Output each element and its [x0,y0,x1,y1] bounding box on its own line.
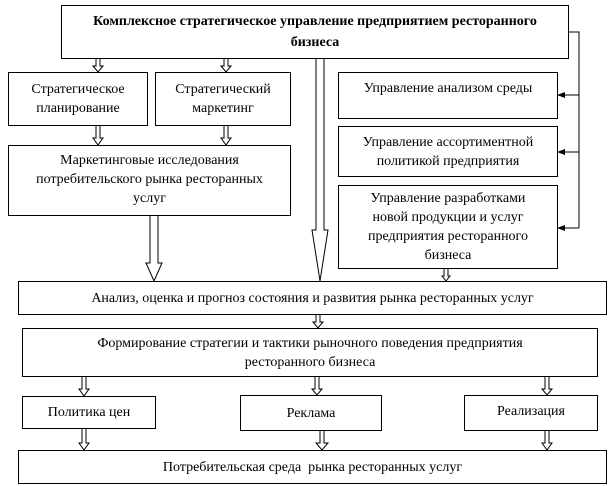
arrow-advertising-to-bottom [314,429,330,451]
arrow-sales-to-bottom [541,429,553,451]
advertising-box: Реклама [240,395,382,431]
arrow-research-to-analysis [145,214,163,283]
advertising-text: Реклама [286,405,336,421]
arrow-top-to-planning [91,57,105,73]
environment-analysis-text: Управление анализом среды [363,81,533,96]
title-box: Комплексное стратегическое управление пр… [61,5,569,59]
arrow-planning-to-research [92,124,104,146]
strategic-marketing-box: Стратегический маркетинг [155,72,291,126]
strategy-box: Формирование стратегии и тактики рыночно… [22,328,598,377]
environment-analysis-box: Управление анализом среды [338,72,558,119]
strategy-text: Формирование стратегии и тактики рыночно… [97,335,523,370]
strategic-marketing-text: Стратегический маркетинг [175,82,271,116]
arrow-top-to-marketing [219,57,233,73]
arrow-pricing-to-bottom [78,427,90,451]
arrow-newproducts-to-analysis [440,267,452,282]
pricing-text: Политика цен [47,405,131,420]
marketing-research-text: Маркетинговые исследования потребительск… [36,153,263,206]
assortment-policy-box: Управление ассортиментной политикой пред… [338,126,558,177]
new-products-box: Управление разработками новой продукции … [338,185,558,269]
arrow-top-to-analysis [311,57,329,282]
marketing-research-box: Маркетинговые исследования потребительск… [8,145,291,216]
bottom-box: Потребительская среда рынка ресторанных … [18,450,607,484]
arrow-analysis-to-strategy [311,313,325,329]
pricing-box: Политика цен [22,396,156,429]
right-connector-line [568,31,580,228]
strategic-planning-box: Стратегическое планирование [8,72,148,126]
bottom-text: Потребительская среда рынка ресторанных … [162,459,463,475]
analysis-box: Анализ, оценка и прогноз состояния и раз… [18,281,607,315]
new-products-text: Управление разработками новой продукции … [368,191,528,263]
arrow-strategy-to-pricing [78,375,90,397]
arrow-strategy-to-sales [540,375,554,396]
title-box-text: Комплексное стратегическое управление пр… [93,14,537,50]
sales-text: Реализация [497,404,565,419]
arrow-strategy-to-advertising [310,375,324,396]
sales-box: Реализация [464,395,598,431]
assortment-policy-text: Управление ассортиментной политикой пред… [362,134,534,169]
analysis-text: Анализ, оценка и прогноз состояния и раз… [91,290,534,306]
strategic-planning-text: Стратегическое планирование [31,82,125,116]
arrow-marketing-to-research [220,124,232,146]
